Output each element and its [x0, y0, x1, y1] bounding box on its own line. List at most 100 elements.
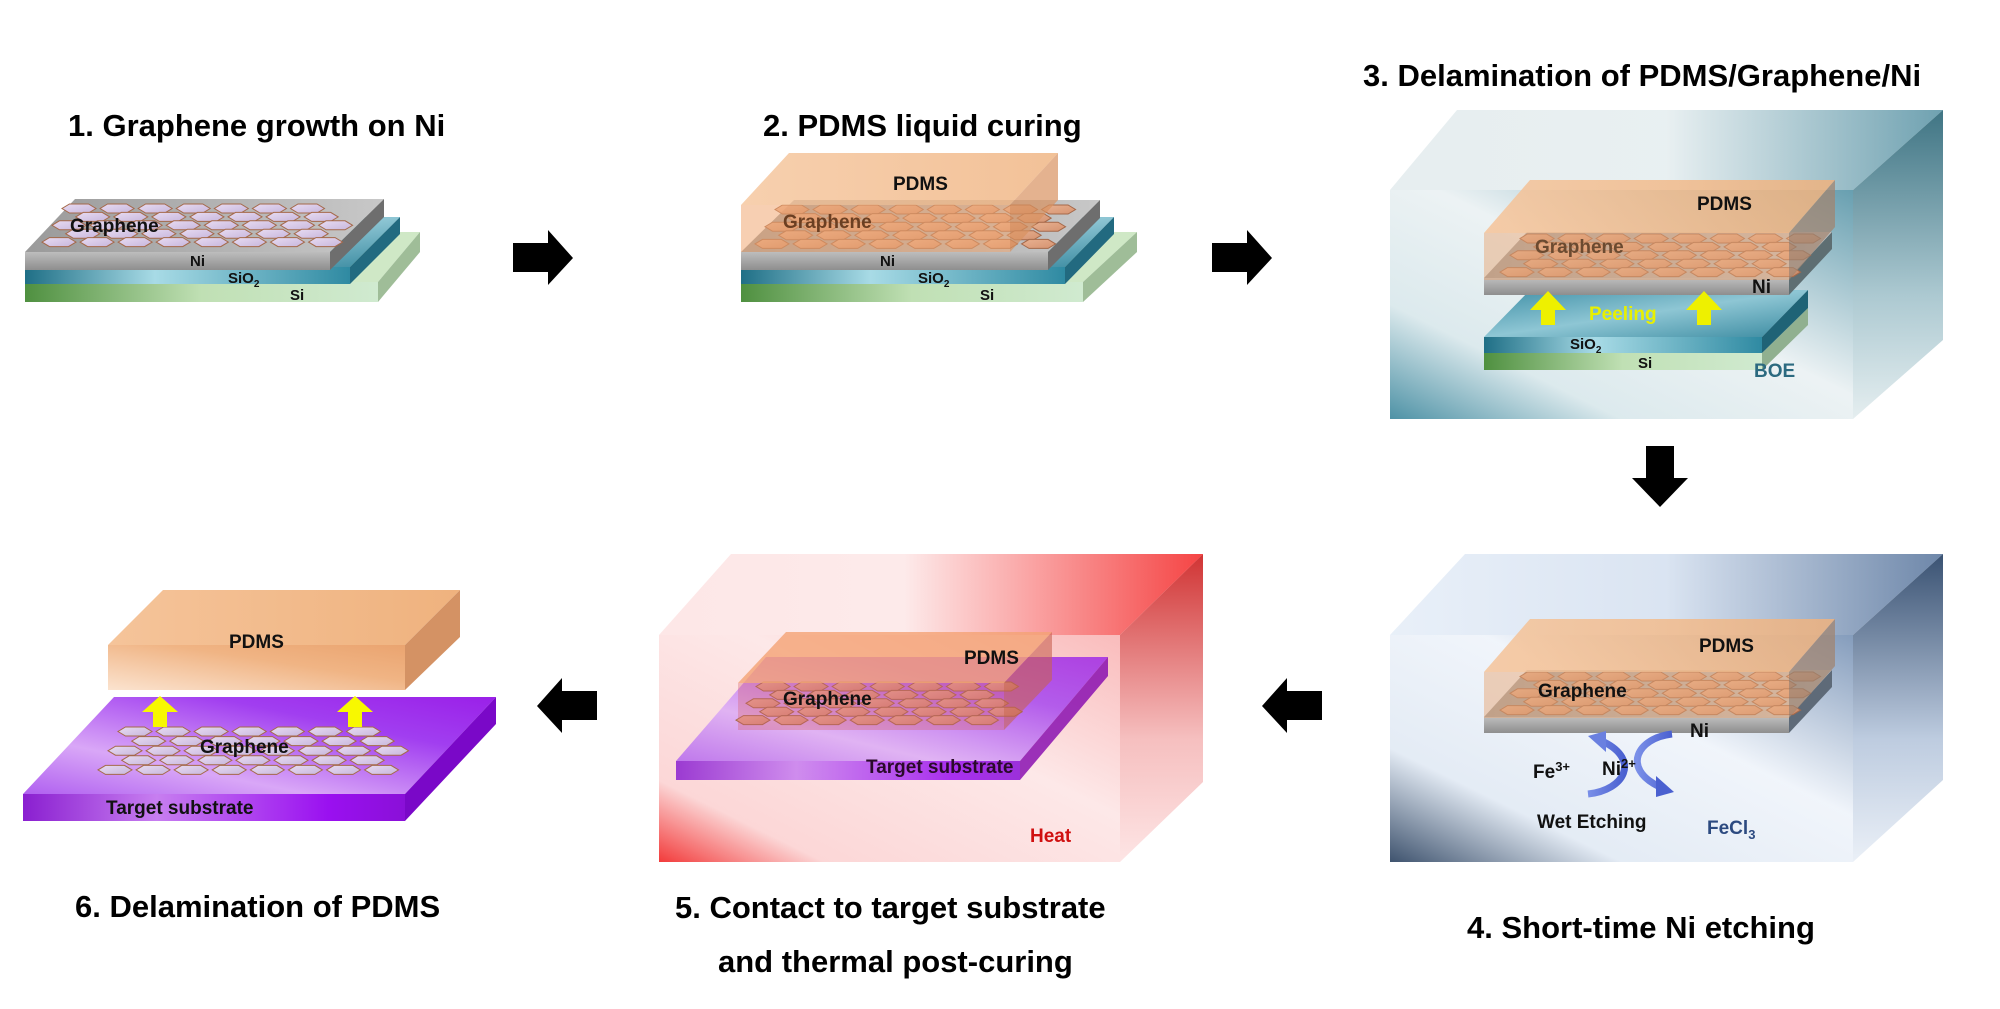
flow-arrow-right-2 — [1212, 230, 1272, 285]
graphene-hexagon — [1030, 221, 1067, 232]
graphene-hexagon — [234, 755, 271, 766]
graphene-hexagon — [311, 755, 348, 766]
pdms-label: PDMS — [1699, 636, 1754, 657]
graphene-hexagon — [97, 764, 133, 775]
si-layer — [25, 282, 378, 302]
graphene-hexagon — [303, 211, 340, 222]
wet-etching-label: Wet Etching — [1537, 812, 1646, 833]
graphene-hexagon — [158, 755, 195, 766]
pdms-block-side — [405, 590, 460, 690]
graphene-hexagon — [188, 211, 225, 222]
graphene-hexagon — [349, 755, 386, 766]
bath-side — [1853, 110, 1943, 419]
graphene-label: Graphene — [200, 737, 289, 758]
flow-arrow-left-2 — [537, 678, 597, 733]
graphene-hexagon — [283, 736, 319, 747]
pdms-block-top — [738, 632, 1052, 683]
fe-ion-label: Fe3+ — [1533, 759, 1570, 783]
graphene-hexagon — [99, 203, 136, 214]
pdms-block-side — [1789, 180, 1835, 280]
step-3-upper-stack — [1484, 180, 1835, 295]
graphene-hexagon — [168, 736, 205, 747]
si-layer — [1484, 353, 1762, 370]
graphene-hexagon — [137, 203, 174, 214]
graphene-hexagon — [265, 211, 302, 222]
graphene-hexagon — [155, 726, 192, 737]
substrate-side — [405, 697, 496, 821]
graphene-hexagon — [773, 715, 810, 726]
graphene-hexagon — [178, 228, 215, 239]
graphene-lattice — [97, 726, 410, 775]
graphene-lattice — [41, 203, 354, 248]
graphene-hexagon — [259, 745, 296, 756]
ni-ion-arrow-icon — [1633, 730, 1673, 790]
graphene-hexagon — [79, 237, 116, 248]
ni-layer — [1484, 717, 1789, 733]
graphene-hexagon — [1020, 238, 1057, 249]
si-label: Si — [980, 287, 994, 304]
pdms-label: PDMS — [964, 648, 1019, 669]
substrate-side — [1020, 657, 1108, 780]
sio2-layer-side — [1065, 217, 1114, 284]
graphene-hexagon — [321, 736, 358, 747]
ni-layer-side — [1789, 232, 1832, 295]
graphene-hexagon — [231, 726, 268, 737]
graphene-hexagon — [363, 764, 400, 775]
pdms-block — [1484, 233, 1789, 280]
graphene-hexagon — [213, 203, 250, 214]
si-layer-side — [378, 232, 420, 302]
graphene-hexagon — [325, 764, 362, 775]
target-substrate — [23, 794, 405, 821]
bath-side — [1120, 554, 1203, 862]
graphene-hexagon — [107, 745, 143, 756]
pdms-block — [738, 683, 1004, 730]
peeling-arrow-right — [1686, 291, 1722, 325]
graphene-hexagon — [373, 745, 410, 756]
step-3-title: 3. Delamination of PDMS/Graphene/Ni — [1363, 58, 1921, 93]
ni-label: Ni — [1690, 721, 1709, 742]
sio2-layer-side — [350, 217, 400, 284]
graphene-hexagon — [193, 726, 230, 737]
graphene-hexagon — [287, 764, 324, 775]
graphene-hexagon — [165, 220, 202, 231]
graphene-hexagon — [211, 764, 248, 775]
graphene-hexagon — [221, 745, 258, 756]
step-2: 2. PDMS liquid curing PDMS Graphene Ni S… — [741, 108, 1137, 304]
sio2-layer — [25, 267, 350, 284]
pdms-block-side — [1004, 632, 1052, 730]
sio2-layer — [1484, 337, 1762, 353]
step-1: 1. Graphene growth on Ni Graphene Ni SiO… — [25, 108, 445, 304]
fe-arrow-head — [1588, 731, 1606, 752]
pdms-block-side — [1789, 619, 1835, 718]
graphene-hexagon — [183, 745, 220, 756]
step-1-title: 1. Graphene growth on Ni — [68, 108, 445, 143]
sio2-layer-top — [1484, 290, 1808, 337]
flow-arrow-down — [1632, 446, 1688, 507]
graphene-hexagon — [269, 237, 306, 248]
step-4-title: 4. Short-time Ni etching — [1467, 910, 1815, 945]
pdms-block-top — [1484, 180, 1835, 233]
step-1-stack — [25, 199, 420, 302]
pdms-label: PDMS — [1697, 194, 1752, 215]
graphene-hexagon — [155, 237, 192, 248]
sio2-label: SiO2 — [1570, 336, 1602, 356]
step-3-lower-stack — [1484, 290, 1808, 370]
graphene-hexagon — [130, 736, 167, 747]
step-2-title: 2. PDMS liquid curing — [763, 108, 1082, 143]
graphene-hexagon — [120, 755, 157, 766]
ni-label: Ni — [190, 253, 205, 270]
graphene-hexagon — [269, 726, 306, 737]
graphene-hexagon — [244, 736, 281, 747]
graphene-hexagon — [175, 203, 212, 214]
si-layer-side — [1083, 232, 1137, 302]
graphene-hexagon — [251, 203, 288, 214]
bath-top — [1390, 110, 1943, 190]
solution-label: BOE — [1754, 361, 1795, 382]
bath-top — [1390, 554, 1943, 635]
graphene-label: Graphene — [70, 216, 159, 237]
up-arrow-icon — [337, 696, 373, 727]
step-5-stack — [676, 632, 1108, 780]
bath-side — [1853, 554, 1943, 862]
graphene-hexagon — [173, 764, 210, 775]
